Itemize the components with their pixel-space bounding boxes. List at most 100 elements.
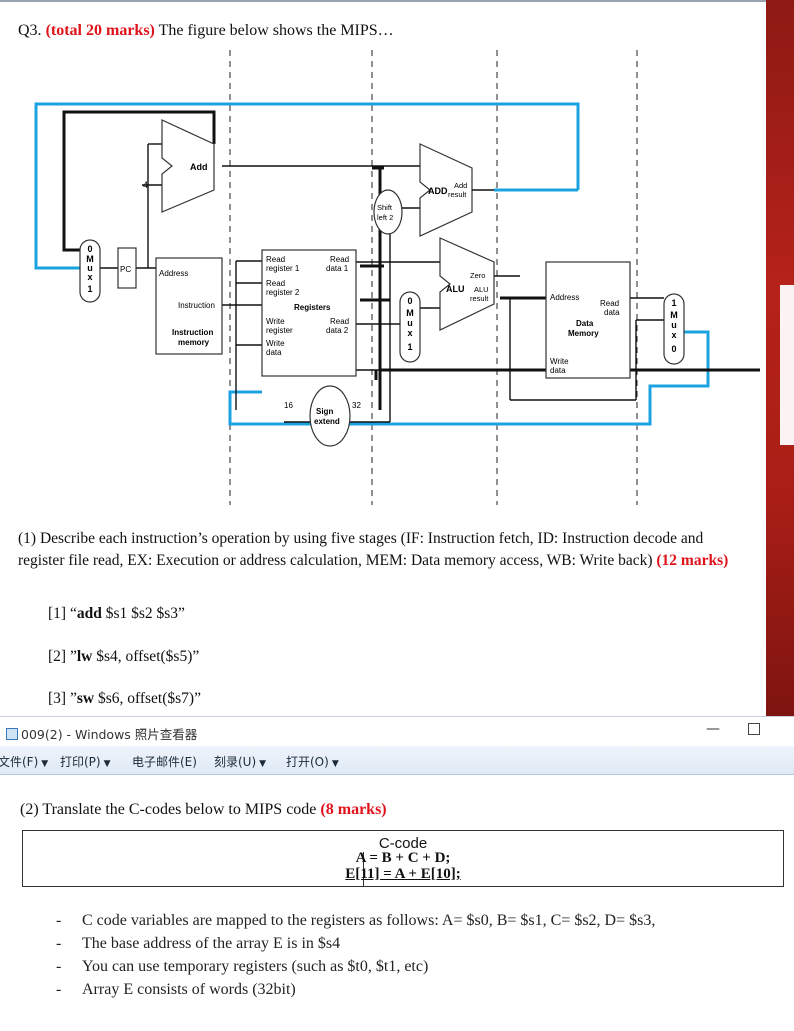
alu-src-mux (399, 291, 421, 363)
svg-text:left 2: left 2 (377, 213, 393, 222)
svg-text:data 2: data 2 (326, 326, 349, 335)
svg-text:register: register (266, 326, 293, 335)
svg-text:u: u (87, 263, 93, 273)
part1-prompt: (1) Describe each instruction’s operatio… (18, 528, 748, 572)
ccode-line-1: A = B + C + D; (355, 850, 451, 866)
pc-register (117, 247, 137, 289)
note-item-4: -Array E consists of words (32bit) (56, 981, 296, 998)
viewer-titlebar[interactable]: 009(2) - Windows 照片查看器 — (0, 716, 794, 747)
svg-text:1: 1 (407, 342, 412, 352)
note-item-2: -The base address of the array E is in $… (56, 935, 341, 952)
instruction-memory (155, 257, 223, 355)
dm-address-label: Address (550, 293, 579, 302)
menu-open[interactable]: 打开(O)▼ (286, 755, 339, 769)
pc-mux-1: 1 (87, 284, 92, 294)
question-heading: Q3. (total 20 marks) The figure below sh… (18, 22, 394, 40)
maximize-button[interactable] (748, 723, 760, 735)
svg-text:M: M (406, 308, 414, 318)
svg-text:x: x (87, 272, 92, 282)
document-page-top: Q3. (total 20 marks) The figure below sh… (0, 0, 766, 707)
writeback-mux (663, 293, 685, 365)
im-title-1: Instruction (172, 328, 213, 337)
svg-text:Add: Add (454, 181, 467, 190)
part1-marks: (12 marks) (656, 552, 729, 569)
sign-in-width: 16 (284, 401, 293, 410)
register-file (261, 249, 357, 377)
part2-marks: (8 marks) (320, 801, 387, 818)
svg-text:u: u (671, 320, 677, 330)
svg-text:register 1: register 1 (266, 264, 300, 273)
svg-text:Read: Read (330, 317, 349, 326)
data-memory (545, 261, 631, 379)
svg-text:Read: Read (330, 255, 349, 264)
chevron-down-icon: ▼ (41, 759, 49, 769)
alu-label: ALU (446, 284, 465, 294)
svg-text:M: M (670, 310, 678, 320)
pc-adder-label: Add (190, 162, 208, 172)
viewer-image-content: (2) Translate the C-codes below to MIPS … (0, 775, 794, 1031)
menu-email[interactable]: 电子邮件(E) (132, 755, 197, 769)
part2-heading: (2) Translate the C-codes below to MIPS … (20, 801, 387, 818)
svg-text:Write: Write (266, 339, 285, 348)
image-file-icon (6, 728, 18, 740)
alu (439, 237, 495, 331)
svg-text:Read: Read (266, 255, 285, 264)
im-instruction-label: Instruction (178, 301, 215, 310)
pc-label: PC (120, 265, 131, 274)
svg-text:x: x (671, 330, 676, 340)
blue-wires (34, 102, 710, 426)
question-text: The figure below shows the MIPS… (158, 22, 394, 39)
sign-out-width: 32 (352, 401, 361, 410)
registers-title: Registers (294, 303, 331, 312)
mips-datapath-diagram: Add 4 0 Mux 1 PC Address Instruction Ins… (34, 50, 760, 505)
svg-text:u: u (407, 318, 413, 328)
thin-wires (100, 143, 664, 423)
im-title-2: memory (178, 338, 210, 347)
note-item-1: -C code variables are mapped to the regi… (56, 912, 656, 929)
shift-left-2 (373, 189, 403, 235)
pc-mux (79, 239, 101, 303)
svg-text:data: data (550, 366, 566, 375)
chevron-down-icon: ▼ (103, 759, 111, 769)
svg-text:data: data (604, 308, 620, 317)
menu-file[interactable]: 文件(F)▼ (0, 755, 49, 769)
background-window-edge (766, 0, 794, 716)
question-number: Q3. (18, 22, 42, 39)
svg-text:Read: Read (266, 279, 285, 288)
svg-text:extend: extend (314, 417, 340, 426)
question-marks: (total 20 marks) (45, 22, 155, 39)
viewer-menubar: 文件(F)▼ 打印(P)▼ 电子邮件(E) 刻录(U)▼ 打开(O)▼ (0, 746, 794, 775)
svg-text:Write: Write (550, 357, 569, 366)
pc-adder (161, 119, 215, 213)
menu-burn[interactable]: 刻录(U)▼ (214, 755, 267, 769)
branch-adder-label: ADD (428, 186, 448, 196)
note-item-3: -You can use temporary registers (such a… (56, 958, 429, 975)
ccode-divider (363, 852, 364, 886)
ccode-table: C-code A = B + C + D; E[11] = A + E[10]; (22, 830, 784, 887)
svg-text:Memory: Memory (568, 329, 599, 338)
chevron-down-icon: ▼ (331, 759, 339, 769)
svg-text:Data: Data (576, 319, 594, 328)
im-address-label: Address (159, 269, 188, 278)
viewer-title: 009(2) - Windows 照片查看器 (6, 724, 197, 743)
chevron-down-icon: ▼ (259, 759, 267, 769)
window-top-border (0, 0, 766, 2)
instruction-item-3: [3] ”sw $s6, offset($s7)” (48, 690, 201, 707)
svg-text:0: 0 (671, 344, 676, 354)
minimize-button[interactable]: — (706, 721, 720, 737)
svg-text:data 1: data 1 (326, 264, 349, 273)
svg-text:x: x (407, 328, 412, 338)
svg-text:0: 0 (407, 296, 412, 306)
stage-separators (229, 50, 638, 505)
svg-text:result: result (470, 294, 489, 303)
part1-text: (1) Describe each instruction’s operatio… (18, 530, 704, 569)
svg-text:ALU: ALU (474, 285, 489, 294)
svg-text:Read: Read (600, 299, 619, 308)
svg-text:1: 1 (671, 298, 676, 308)
branch-adder (419, 143, 473, 237)
ccode-header: C-code (378, 835, 428, 852)
menu-print[interactable]: 打印(P)▼ (60, 755, 111, 769)
svg-text:data: data (266, 348, 282, 357)
zero-label: Zero (470, 271, 485, 280)
svg-text:register 2: register 2 (266, 288, 300, 297)
